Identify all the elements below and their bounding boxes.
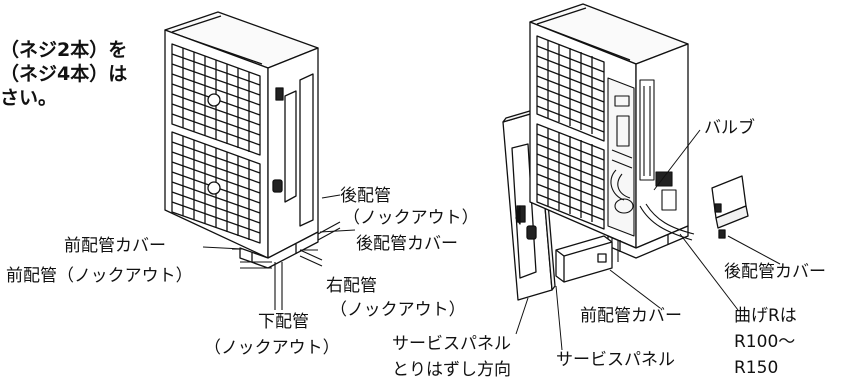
label-right-rear-pipe-cover: 後配管カバー: [724, 262, 826, 282]
label-left-rear-pipe-cover: 後配管カバー: [356, 234, 458, 254]
label-bend-radius-3: R150: [734, 358, 779, 378]
label-right-knockout: （ノックアウト）: [330, 300, 466, 320]
instruction-line-3: さい。: [0, 87, 58, 109]
label-rear-knockout: （ノックアウト）: [343, 208, 479, 228]
label-rear-pipe: 後配管: [340, 186, 391, 206]
left-fan-grille-bottom: [171, 131, 261, 244]
front-pipe-cover-part: [555, 235, 613, 283]
right-leader-lines: [515, 129, 781, 351]
label-right-pipe: 右配管: [326, 276, 377, 296]
label-service-panel-removal-2: とりはずし方向: [392, 360, 511, 380]
left-outdoor-unit: [164, 11, 319, 269]
label-bottom-knockout: （ノックアウト）: [204, 338, 340, 358]
internal-piping: [607, 77, 677, 237]
left-fan-grille-top: [171, 43, 261, 156]
right-fan-grille-top: [536, 35, 605, 142]
label-right-front-pipe-cover: 前配管カバー: [580, 306, 682, 326]
rear-pipe-cover-part: [711, 175, 749, 239]
left-leader-lines: [202, 194, 356, 250]
label-bend-radius-1: 曲げRは: [734, 306, 797, 326]
instruction-line-2: （ネジ4本）は: [0, 63, 128, 85]
right-fan-grille-bottom: [536, 123, 605, 230]
label-front-pipe-knockout: 前配管（ノックアウト）: [6, 266, 193, 286]
instruction-line-1: （ネジ2本）を: [0, 39, 128, 61]
label-bottom-pipe: 下配管: [258, 312, 309, 332]
label-valve: バルブ: [704, 118, 755, 138]
label-service-panel: サービスパネル: [556, 350, 675, 370]
label-left-front-pipe-cover: 前配管カバー: [64, 236, 166, 256]
label-bend-radius-2: R100～: [734, 332, 796, 352]
label-service-panel-removal-1: サービスパネル: [392, 334, 511, 354]
right-outdoor-unit: [529, 3, 689, 259]
